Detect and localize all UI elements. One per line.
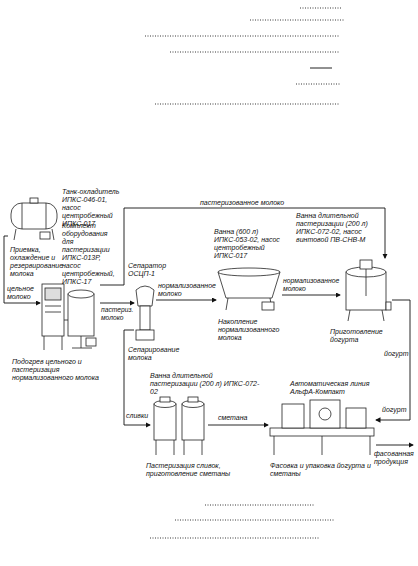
underline-rule [310,68,332,69]
equipment-unit: Ванна длительной пастеризации (200 л) ИП… [340,258,392,322]
equipment-unit: Танк-охладитель ИПКС-046-01, насос центр… [8,200,60,242]
flow-label: цельное молоко [7,285,37,301]
output-arrow [376,445,413,446]
equipment-title: Комплект оборудования для пастеризации И… [62,222,120,286]
flow-label: пастериз. молоко [101,306,133,321]
flow-label: фасованная продукция [374,450,416,466]
process-caption: Накопление нормализованного молока [218,318,290,342]
flow-label: йогурт [384,350,408,358]
equipment-unit: Сепаратор ОСЦП-1Сепарирование молока [134,282,156,342]
dotted-rule [145,8,345,538]
equipment-unit: Автоматическая линия АльфА-КомпактФасовк… [268,398,376,456]
process-caption: Фасовка и упаковка йогурта и сметаны [270,462,374,478]
packing-line-drawing [270,400,374,455]
process-caption: Приготовление йогурта [330,328,400,344]
flow-arrow [376,300,410,420]
flow-label: пастеризованное молоко [200,199,300,207]
flow-label: сметана [218,414,260,422]
flow-label: нормализованное молоко [158,282,216,298]
equipment-title: Автоматическая линия АльфА-Компакт [290,380,382,396]
process-caption: Подогрев цельного и пастеризация нормали… [12,358,107,382]
flow-arrow [282,295,340,296]
flow-arrow [156,300,216,301]
process-caption: Приемка, охлаждение и резервирование мол… [10,246,64,278]
equipment-title: Сепаратор ОСЦП-1 [128,262,174,278]
flow-label: нормализованное молоко [283,277,339,293]
process-caption: Пастеризация сливок, приготовление смета… [146,462,250,478]
flow-arrow [100,208,385,285]
flow-arrow [100,303,134,304]
equipment-title: Ванна (600 л) ИПКС-053-02, насос центроб… [214,228,292,260]
equipment-unit: Ванна длительной пастеризации (200 л) ИП… [150,395,208,457]
yogurt-vat-drawing [346,260,391,321]
equipment-title: Ванна длительной пастеризации (200 л) ИП… [296,212,380,244]
flow-arrow [124,330,150,425]
tank-drawing [11,198,57,240]
process-caption: Сепарирование молока [128,346,184,362]
vat-drawing [218,268,280,310]
separator-drawing [136,286,154,340]
flow-label: йогурт [382,406,408,414]
cream-vat-drawing [154,397,204,455]
pasteurizer-drawing [42,284,96,350]
equipment-title: Ванна длительной пастеризации (200 л) ИП… [150,372,262,396]
equipment-unit: Комплект оборудования для пастеризации И… [40,272,100,352]
flow-label: сливки [126,412,150,420]
flow-arrow [208,425,268,426]
equipment-unit: Ванна (600 л) ИПКС-053-02, насос центроб… [216,266,282,312]
